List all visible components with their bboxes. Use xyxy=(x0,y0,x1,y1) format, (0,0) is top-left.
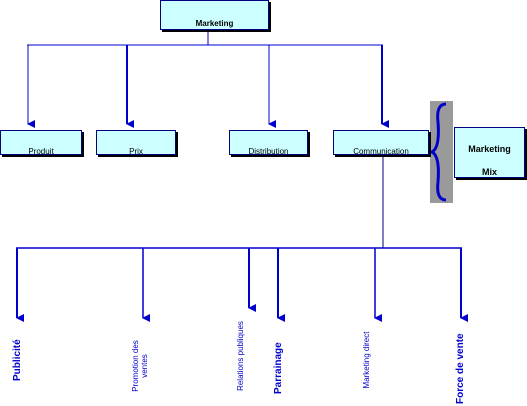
brace-background xyxy=(430,101,453,203)
marketing-mix-box: Marketing Mix xyxy=(454,127,525,178)
communication-label: Communication xyxy=(353,147,409,155)
distribution-label: Distribution xyxy=(248,147,289,155)
brace-icon xyxy=(428,102,447,202)
prix-label: Prix xyxy=(129,147,143,155)
marketing-box: Marketing xyxy=(160,0,269,30)
marketing-box-label: Marketing xyxy=(195,19,234,28)
produit-label: Produit xyxy=(28,147,54,155)
distribution-box: Distribution xyxy=(229,130,308,155)
parrainage-label: Parrainage xyxy=(273,342,284,394)
marketing-mix-line1: Marketing xyxy=(468,144,511,154)
relations-publiques-label: Relations publiques xyxy=(236,321,245,391)
force-de-vente-label: Force de vente xyxy=(455,333,466,404)
publicite-label: Publicité xyxy=(12,339,23,381)
communication-box: Communication xyxy=(333,130,429,155)
marketing-direct-label: Marketing direct xyxy=(362,331,371,389)
promotion-des-ventes-label: Promotion des ventes xyxy=(131,340,149,392)
prix-box: Prix xyxy=(96,130,176,155)
produit-box: Produit xyxy=(0,130,82,155)
marketing-mix-line2: Mix xyxy=(481,167,497,177)
